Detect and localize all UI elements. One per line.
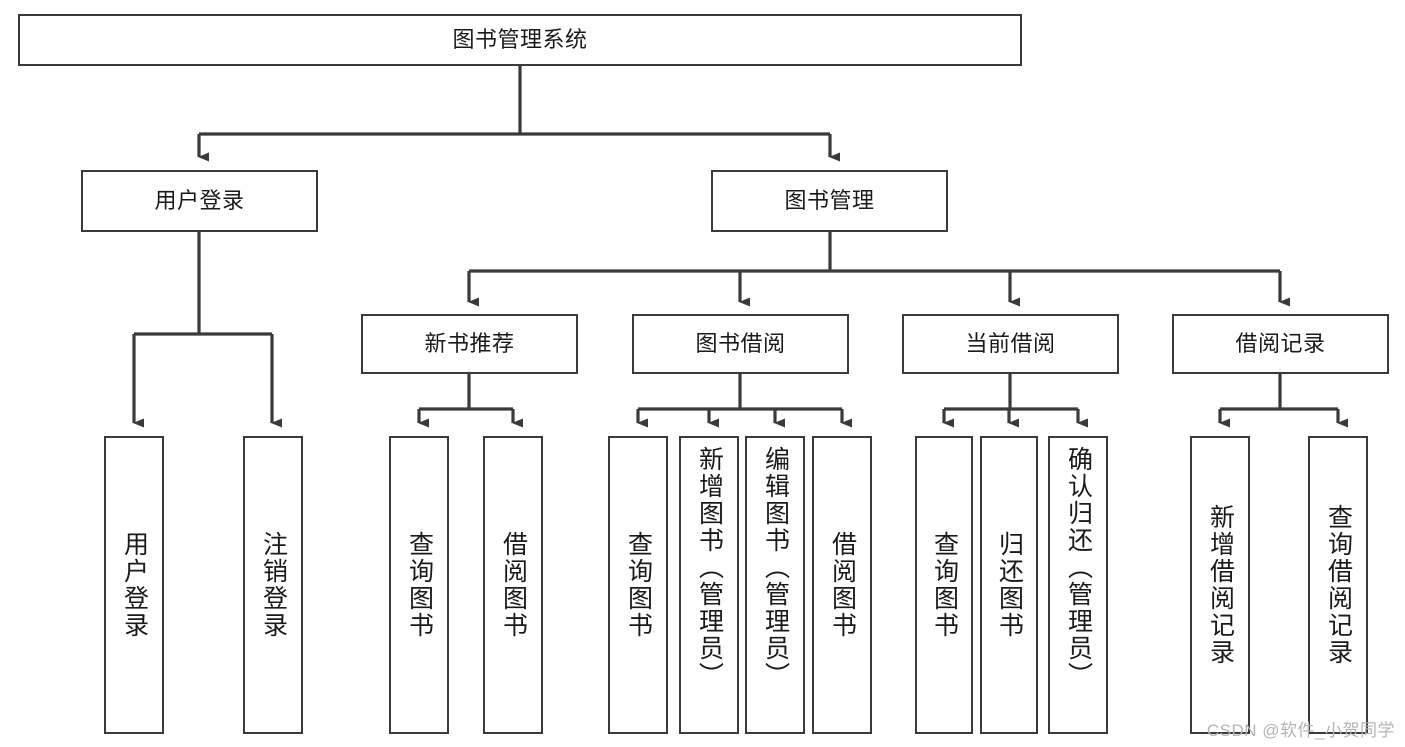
node-label: 注销登录 (259, 531, 288, 639)
node-label: 确认归还（管理员） (1064, 446, 1093, 689)
node-label: 查询图书 (930, 531, 959, 639)
node-leaf-user-login[interactable]: 用户登录 (104, 436, 164, 734)
node-leaf-add-book-admin[interactable]: 新增图书（管理员） (679, 436, 739, 734)
node-label: 新增借阅记录 (1206, 504, 1235, 666)
node-label: 用户登录 (120, 531, 149, 639)
node-book-borrow[interactable]: 图书借阅 (632, 314, 849, 374)
node-leaf-query-book-recommend[interactable]: 查询图书 (389, 436, 449, 734)
node-label: 借阅图书 (828, 531, 857, 639)
node-label: 借阅记录 (1235, 331, 1326, 356)
node-leaf-confirm-return-admin[interactable]: 确认归还（管理员） (1048, 436, 1108, 734)
node-leaf-query-book-current[interactable]: 查询图书 (915, 436, 973, 734)
node-leaf-query-borrow-record[interactable]: 查询借阅记录 (1308, 436, 1368, 734)
node-label: 归还图书 (995, 531, 1024, 639)
node-label: 用户登录 (154, 188, 245, 213)
node-label: 图书管理系统 (452, 27, 588, 52)
node-user-login[interactable]: 用户登录 (81, 170, 318, 232)
node-book-management[interactable]: 图书管理 (711, 170, 948, 232)
csdn-watermark: CSDN @软件_小贺同学 (1206, 721, 1395, 740)
node-label: 图书借阅 (695, 331, 786, 356)
node-borrow-record[interactable]: 借阅记录 (1172, 314, 1389, 374)
node-leaf-borrow-book[interactable]: 借阅图书 (812, 436, 872, 734)
node-current-borrow[interactable]: 当前借阅 (902, 314, 1119, 374)
node-leaf-query-book-borrow[interactable]: 查询图书 (608, 436, 668, 734)
node-label: 查询图书 (405, 531, 434, 639)
node-label: 新书推荐 (424, 331, 515, 356)
node-label: 当前借阅 (965, 331, 1056, 356)
node-new-book-recommend[interactable]: 新书推荐 (361, 314, 578, 374)
node-leaf-borrow-book-recommend[interactable]: 借阅图书 (483, 436, 543, 734)
node-label: 查询图书 (624, 531, 653, 639)
node-label: 新增图书（管理员） (695, 446, 724, 689)
node-leaf-user-logout[interactable]: 注销登录 (243, 436, 303, 734)
node-label: 借阅图书 (499, 531, 528, 639)
node-label: 查询借阅记录 (1324, 504, 1353, 666)
node-leaf-add-borrow-record[interactable]: 新增借阅记录 (1190, 436, 1250, 734)
node-label: 编辑图书（管理员） (761, 446, 790, 689)
node-leaf-return-book[interactable]: 归还图书 (980, 436, 1038, 734)
node-book-management-system[interactable]: 图书管理系统 (18, 14, 1022, 66)
node-leaf-edit-book-admin[interactable]: 编辑图书（管理员） (745, 436, 805, 734)
node-label: 图书管理 (784, 188, 875, 213)
